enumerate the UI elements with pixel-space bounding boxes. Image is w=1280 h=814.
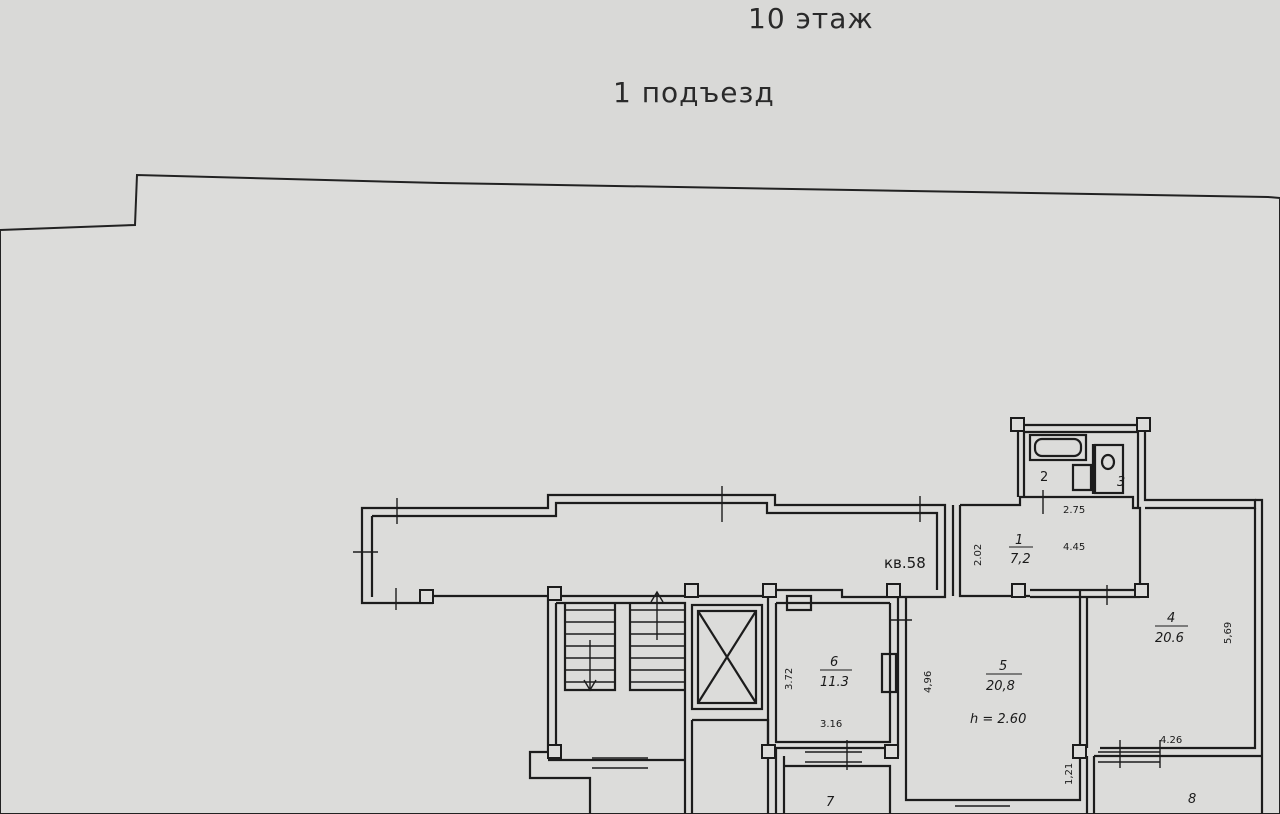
room-5-number: 5 xyxy=(999,659,1007,674)
room-4-number: 4 xyxy=(1167,611,1175,626)
dim-275: 2.75 xyxy=(1063,505,1085,516)
window-markers xyxy=(353,486,1161,807)
floor-title: 10 этаж xyxy=(748,2,874,35)
ceiling-height: h = 2.60 xyxy=(970,712,1026,727)
dim-202: 2.02 xyxy=(973,544,984,566)
dim-316: 3.16 xyxy=(820,719,842,730)
room-7-number: 7 xyxy=(826,795,835,810)
room-8-number: 8 xyxy=(1188,792,1196,807)
room-6-number: 6 xyxy=(830,655,838,670)
dim-372: 3.72 xyxy=(784,668,795,690)
dim-426: 4.26 xyxy=(1160,735,1182,746)
room-2-number: 2 xyxy=(1040,470,1048,485)
room-5-area: 20,8 xyxy=(986,679,1015,694)
room-1-number: 1 xyxy=(1015,533,1023,548)
stair-treads xyxy=(565,592,685,690)
entrance-title: 1 подъезд xyxy=(613,76,775,109)
room-6-area: 11.3 xyxy=(820,675,849,690)
dim-569: 5,69 xyxy=(1223,622,1234,644)
columns xyxy=(419,417,1151,759)
room-4-area: 20.6 xyxy=(1155,631,1184,646)
dim-121: 1,21 xyxy=(1064,763,1075,785)
stair-arrows xyxy=(583,590,664,692)
dim-496: 4,96 xyxy=(923,671,934,693)
room-1-area: 7,2 xyxy=(1010,552,1031,567)
apartment-label: кв.58 xyxy=(884,554,926,572)
dim-445: 4.45 xyxy=(1063,542,1085,553)
room-3-number: 3 xyxy=(1117,475,1125,490)
walls xyxy=(360,423,1264,814)
